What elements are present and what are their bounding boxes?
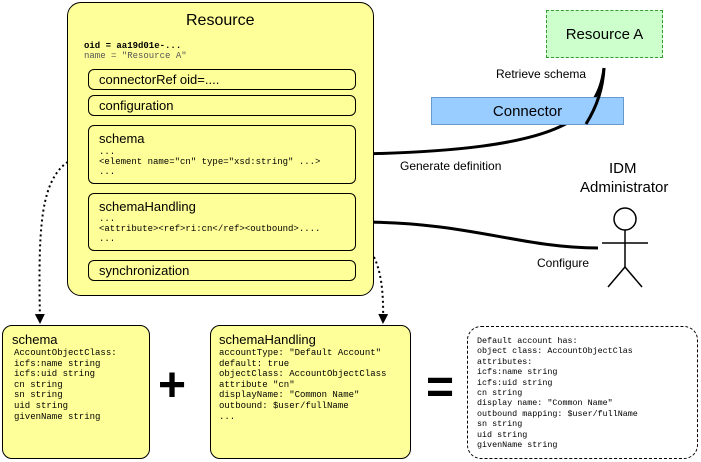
result-line: icfs:name string <box>477 367 558 378</box>
handling-box-line: objectClass: AccountObjectClass <box>219 369 387 380</box>
administrator-label: Administrator <box>580 179 669 196</box>
resource-oid: oid = aa19d01e-... <box>84 41 182 51</box>
schema-box: schema AccountObjectClass: icfs:name str… <box>2 325 150 459</box>
schema-line-3: ... <box>99 167 116 177</box>
result-line: icfs:uid string <box>477 377 553 388</box>
result-line: uid string <box>477 429 528 440</box>
result-box: Default account has: object class: Accou… <box>467 326 698 459</box>
result-box-lines: Default account has: object class: Accou… <box>477 336 638 450</box>
schema-box-title: schema <box>12 332 58 347</box>
schema-section-label: schema <box>99 131 145 146</box>
schema-box-line: AccountObjectClass: <box>14 348 117 358</box>
configure-arrow <box>358 217 599 250</box>
resource-name: name = "Resource A" <box>84 51 187 61</box>
handling-box-line: accountType: "Default Account" <box>219 348 382 358</box>
handling-box-line: attribute "cn" <box>219 379 295 390</box>
handling-box-line: displayName: "Common Name" <box>219 390 360 401</box>
result-line: attributes: <box>477 356 533 367</box>
handling-box-line: outbound: $user/fullName <box>219 400 349 411</box>
plus-sign: + <box>158 359 187 412</box>
schema-handling-line-3: ... <box>99 234 116 244</box>
resource-box: Resource oid = aa19d01e-... name = "Reso… <box>67 2 374 296</box>
connector-label: Connector <box>492 102 563 120</box>
handling-box-line: ... <box>219 411 236 422</box>
schema-box-lines: AccountObjectClass: icfs:name string icf… <box>14 348 117 422</box>
equals-sign: = <box>426 361 455 414</box>
schema-box-line: icfs:uid string <box>14 369 96 380</box>
resource-a-box: Resource A <box>546 10 663 58</box>
schema-box-line: sn string <box>14 390 63 401</box>
schema-handling-section: schemaHandling ... <attribute><ref>ri:cn… <box>88 193 356 251</box>
connector-box: Connector <box>431 97 624 125</box>
synchronization-section: synchronization <box>88 260 356 281</box>
synchronization-label: synchronization <box>99 263 190 278</box>
schema-handling-line-1: ... <box>99 214 116 224</box>
result-line: sn string <box>477 419 523 430</box>
schema-box-line: cn string <box>14 379 63 390</box>
schema-handling-box-lines: accountType: "Default Account" default: … <box>219 348 386 422</box>
schema-box-line: givenName string <box>14 411 101 422</box>
result-line: outbound mapping: $user/fullName <box>477 408 638 419</box>
schema-handling-box-title: schemaHandling <box>219 332 316 347</box>
result-line: object class: AccountObjectClas <box>477 346 633 357</box>
schema-box-line: icfs:name string <box>14 358 101 369</box>
resource-title: Resource <box>186 12 255 29</box>
configuration-label: configuration <box>99 98 174 113</box>
schema-line-1: ... <box>99 147 116 157</box>
connector-ref-section: connectorRef oid=.... <box>88 69 356 90</box>
idm-label: IDM <box>609 160 637 177</box>
result-line: cn string <box>477 388 523 399</box>
retrieve-schema-label: Retrieve schema <box>496 67 587 81</box>
connector-ref-label: connectorRef oid=.... <box>99 72 220 87</box>
result-line: Default account has: <box>477 336 578 346</box>
stick-figure-icon <box>602 207 648 288</box>
handling-box-line: default: true <box>219 358 290 369</box>
resource-a-label: Resource A <box>565 25 644 43</box>
configure-label: Configure <box>537 256 590 270</box>
schema-handling-box: schemaHandling accountType: "Default Acc… <box>210 325 411 459</box>
schema-line-2: <element name="cn" type="xsd:string" ...… <box>99 157 321 167</box>
schema-handling-section-label: schemaHandling <box>99 199 196 214</box>
schema-box-line: uid string <box>14 400 69 411</box>
result-line: givenName string <box>477 440 558 451</box>
generate-definition-label: Generate definition <box>400 159 502 173</box>
schema-handling-line-2: <attribute><ref>ri:cn</ref><outbound>...… <box>99 224 321 234</box>
schema-section: schema ... <element name="cn" type="xsd:… <box>88 125 356 184</box>
result-line: display name: "Common Name" <box>477 398 613 409</box>
configuration-section: configuration <box>88 95 356 116</box>
